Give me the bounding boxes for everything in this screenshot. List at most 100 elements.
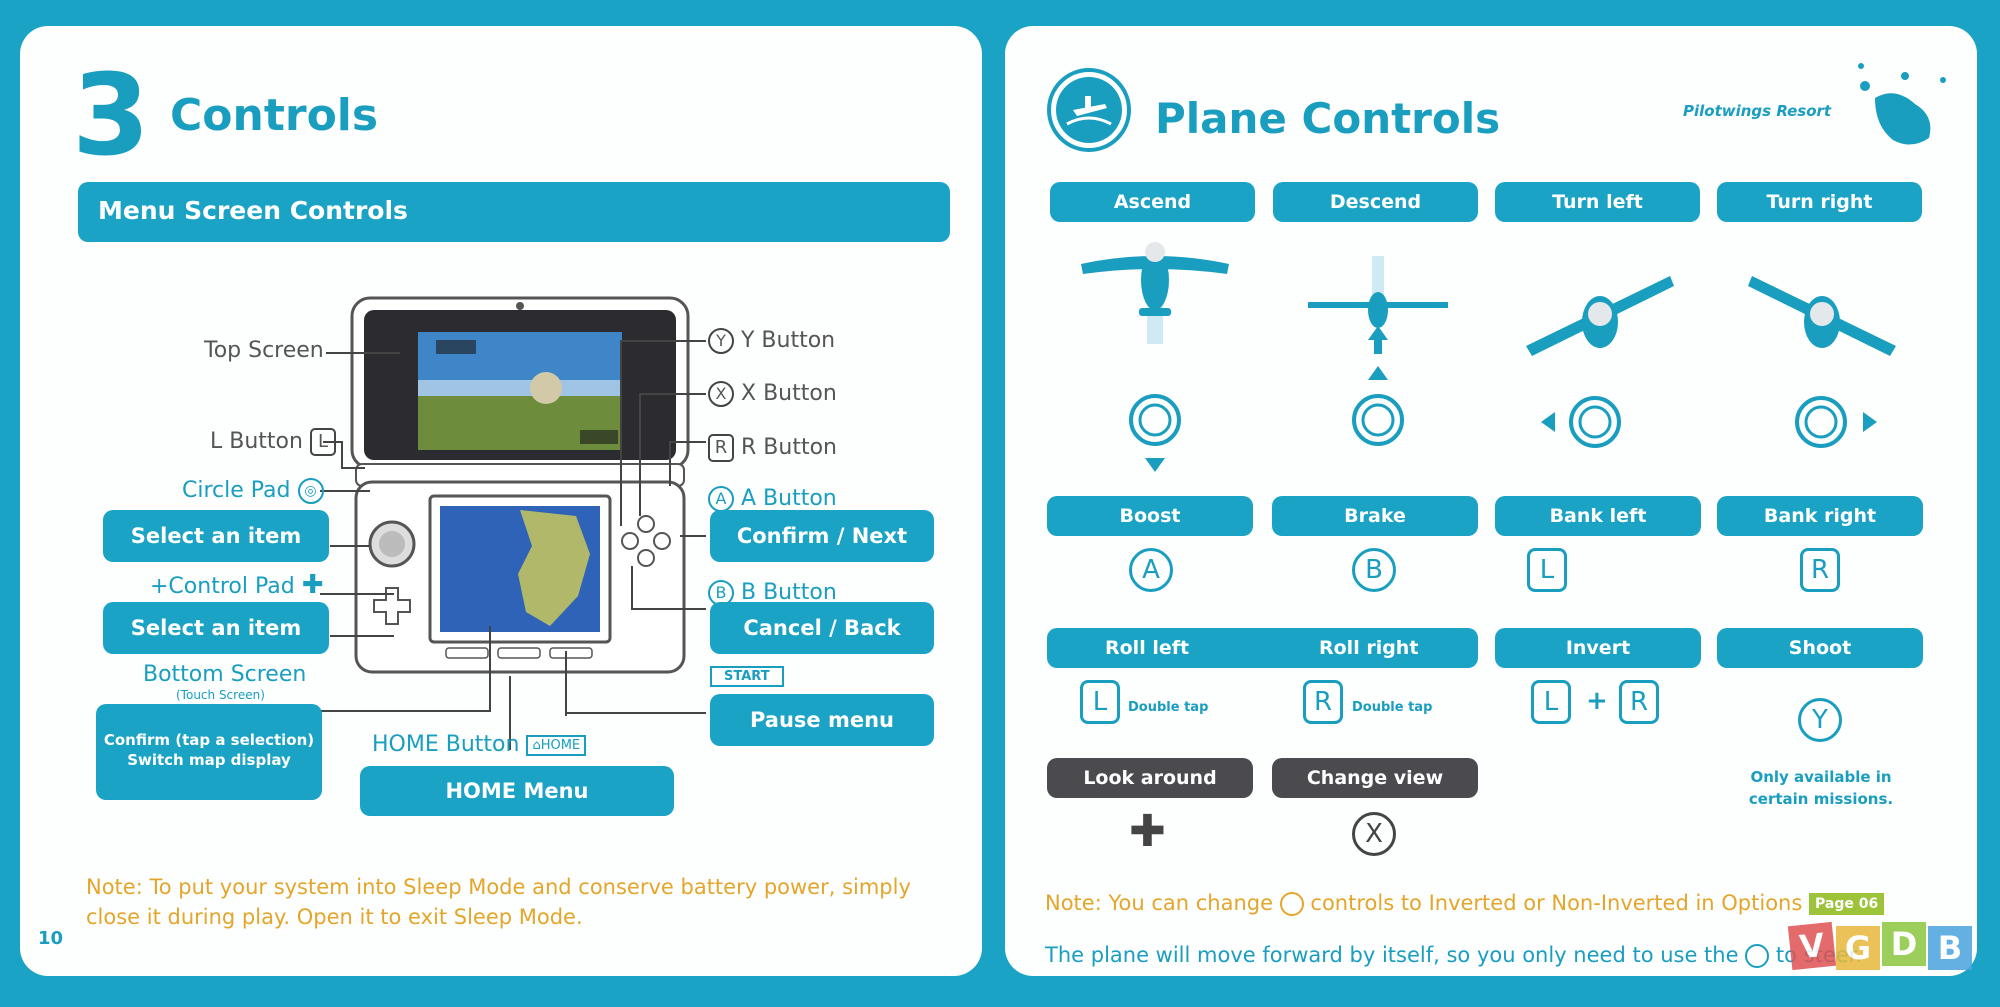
watermark-v: V	[1787, 921, 1837, 971]
roll-pill: Roll left Roll right	[1047, 628, 1478, 668]
circle-pad-icon: ◎	[297, 478, 324, 504]
bank-right-pill: Bank right	[1717, 496, 1923, 536]
label-a-button-text: A Button	[741, 486, 837, 511]
only-available-line2: certain missions.	[1748, 790, 1894, 808]
plus-sign: +	[1586, 686, 1608, 716]
sleep-note-line1: Note: To put your system into Sleep Mode…	[86, 875, 911, 899]
label-x-button-text: X Button	[741, 381, 837, 406]
home-badge: ⌂HOME	[526, 734, 587, 756]
label-circle-pad-text: Circle Pad	[182, 478, 291, 503]
invert-note-b: controls to Inverted or Non-Inverted in …	[1310, 891, 1803, 915]
brake-pill: Brake	[1272, 496, 1478, 536]
double-tap-label: Double tap	[1352, 700, 1433, 715]
b-button-icon: B	[1352, 548, 1396, 592]
label-top-screen: Top Screen	[204, 338, 324, 363]
confirm-tap-line2: Switch map display	[127, 751, 291, 769]
bank-left-pill: Bank left	[1495, 496, 1701, 536]
invert-pill: Invert	[1495, 628, 1701, 668]
resort-label: Pilotwings Resort	[1683, 102, 1832, 120]
a-button-icon: A	[708, 486, 734, 512]
3ds-console-illustration	[350, 296, 690, 674]
plane-descend-illustration	[1308, 256, 1448, 354]
circle-pad-right-icon	[1795, 396, 1877, 448]
watermark-g: G	[1836, 926, 1880, 970]
pause-menu-pill: Pause menu	[710, 694, 934, 746]
watermark-b: B	[1928, 926, 1972, 970]
confirm-tap-line1: Confirm (tap a selection)	[103, 731, 315, 749]
plane-controls-title: Plane Controls	[1155, 94, 1501, 143]
control-pad-icon: ✚	[1129, 806, 1166, 857]
circle-pad-icon	[1745, 944, 1770, 968]
r-button-icon: R	[1619, 680, 1659, 724]
callout-lines	[270, 340, 706, 750]
label-touch-screen: (Touch Screen)	[176, 688, 265, 702]
select-item-control-pad: Select an item	[103, 602, 329, 654]
watermark-d: D	[1882, 922, 1926, 966]
label-l-button-text: L Button	[210, 429, 303, 454]
home-menu-pill: HOME Menu	[360, 766, 674, 816]
chapter-title: Controls	[170, 90, 379, 141]
label-control-pad-text: +Control Pad	[150, 574, 295, 599]
plane-ascend-illustration	[1081, 242, 1229, 344]
invert-note-a: Note: You can change	[1045, 891, 1274, 915]
confirm-next-pill: Confirm / Next	[710, 510, 934, 562]
confirm-tap-box: Confirm (tap a selection) Switch map dis…	[96, 704, 322, 800]
forward-note-a: The plane will move forward by itself, s…	[1045, 943, 1739, 967]
select-item-circle-pad: Select an item	[103, 510, 329, 562]
turn-left-pill: Turn left	[1495, 182, 1700, 222]
l-button-icon: L	[1527, 548, 1567, 592]
a-button-icon: A	[1129, 548, 1173, 592]
plane-turn-right-illustration	[1748, 276, 1896, 356]
ascend-pill: Ascend	[1050, 182, 1255, 222]
label-home-button-text: HOME Button	[372, 732, 520, 757]
l-button-icon: L	[1080, 680, 1120, 724]
r-button-icon: R	[1303, 680, 1343, 724]
right-page: Plane Controls Pilotwings Resort Ascend …	[1005, 26, 1977, 976]
label-y-button-text: Y Button	[741, 328, 836, 353]
change-view-pill: Change view	[1272, 758, 1478, 798]
y-button-icon: Y	[708, 328, 734, 354]
cancel-back-pill: Cancel / Back	[710, 602, 934, 654]
l-button-icon: L	[309, 428, 336, 456]
label-r-button-text: R Button	[741, 435, 837, 460]
circle-pad-up-icon	[1352, 366, 1404, 446]
look-around-pill: Look around	[1047, 758, 1253, 798]
shoot-pill: Shoot	[1717, 628, 1923, 668]
label-a-button: A A Button	[708, 486, 837, 512]
label-y-button: Y Y Button	[708, 328, 835, 354]
label-x-button: X X Button	[708, 381, 837, 407]
l-button-icon: L	[1531, 680, 1571, 724]
label-l-button: L Button L	[210, 428, 336, 456]
page-ref-badge: Page 06	[1809, 893, 1885, 915]
r-button-icon: R	[1800, 548, 1840, 592]
circle-pad-updown-icon	[1279, 892, 1304, 916]
label-bottom-screen: Bottom Screen	[143, 662, 307, 687]
roll-right-label: Roll right	[1319, 637, 1419, 659]
turn-right-pill: Turn right	[1717, 182, 1922, 222]
plane-emblem-icon	[1047, 68, 1131, 152]
invert-note: Note: You can change controls to Inverte…	[1045, 888, 1885, 919]
chapter-number: 3	[72, 51, 150, 181]
x-button-icon: X	[708, 381, 734, 407]
label-b-button-text: B Button	[741, 580, 837, 605]
vgdb-watermark: V G D B	[1787, 918, 1978, 972]
label-home-button: HOME Button ⌂HOME	[372, 732, 587, 757]
label-r-button: R R Button	[708, 434, 837, 462]
only-available-line1: Only available in	[1750, 768, 1892, 786]
section-header-label: Menu Screen Controls	[98, 196, 408, 225]
left-page: 3 Controls Menu Screen Controls	[20, 26, 982, 976]
plane-turn-left-illustration	[1526, 276, 1674, 356]
x-button-icon: X	[1352, 812, 1396, 856]
home-badge-label: HOME	[540, 737, 581, 753]
start-badge: START	[710, 666, 784, 687]
forward-note: The plane will move forward by itself, s…	[1045, 940, 1862, 971]
descend-pill: Descend	[1273, 182, 1478, 222]
control-pad-icon: ✚	[301, 570, 324, 600]
section-header: Menu Screen Controls	[78, 182, 950, 242]
r-button-icon: R	[708, 434, 734, 462]
circle-pad-down-icon	[1129, 394, 1181, 472]
roll-left-label: Roll left	[1105, 637, 1190, 659]
label-control-pad: +Control Pad ✚	[150, 570, 323, 600]
y-button-icon: Y	[1798, 698, 1842, 742]
sleep-note-line2: close it during play. Open it to exit Sl…	[86, 905, 583, 929]
